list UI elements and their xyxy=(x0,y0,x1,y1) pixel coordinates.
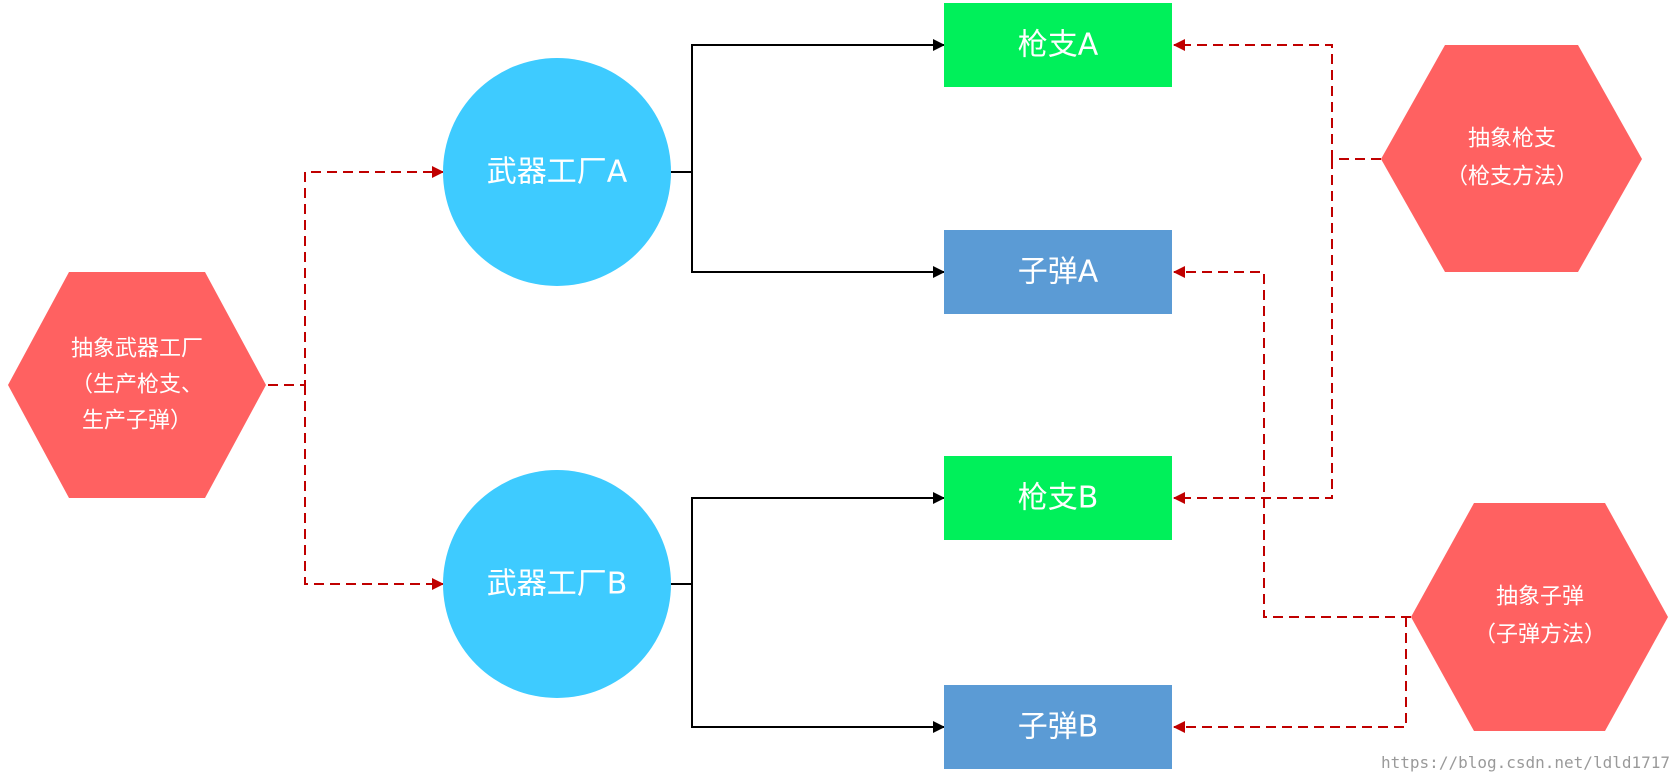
connector-factory-b-to-gun-b xyxy=(670,492,945,585)
factory-a-label: 武器工厂A xyxy=(487,155,628,190)
abstract-factory-hexagon: 抽象武器工厂 （生产枪支、 生产子弹） xyxy=(8,272,266,498)
dashed-abstract-bullet-to-bullet-b xyxy=(1173,617,1407,733)
abstract-bullet-label-line1: 抽象子弹 xyxy=(1496,585,1584,610)
gun-a-label: 枪支A xyxy=(1018,28,1099,63)
abstract-factory-label-line1: 抽象武器工厂 xyxy=(71,337,203,362)
abstract-factory-label-line3: 生产子弹） xyxy=(82,409,192,434)
factory-b-circle: 武器工厂B xyxy=(443,470,671,698)
connector-factory-b-to-bullet-b xyxy=(691,584,945,733)
abstract-bullet-label-line2: （子弹方法） xyxy=(1474,623,1606,648)
bullet-a-box: 子弹A xyxy=(944,230,1172,314)
abstract-factory-label-line2: （生产枪支、 xyxy=(71,373,203,398)
factory-b-label: 武器工厂B xyxy=(487,567,628,602)
abstract-gun-label-line2: （枪支方法） xyxy=(1446,165,1578,190)
dashed-abstract-gun-to-gun-b xyxy=(1173,159,1333,504)
bullet-b-label: 子弹B xyxy=(1018,710,1099,745)
abstract-gun-hexagon: 抽象枪支 （枪支方法） xyxy=(1381,45,1642,272)
solid-connectors xyxy=(670,39,945,733)
abstract-bullet-hexagon: 抽象子弹 （子弹方法） xyxy=(1411,503,1668,731)
dashed-abstract-factory-to-factory-b xyxy=(304,385,444,590)
abstract-gun-label-line1: 抽象枪支 xyxy=(1468,127,1556,152)
connector-factory-a-to-bullet-a xyxy=(691,172,945,278)
bullet-a-label: 子弹A xyxy=(1018,255,1099,290)
gun-b-box: 枪支B xyxy=(944,456,1172,540)
gun-a-box: 枪支A xyxy=(944,3,1172,87)
dashed-abstract-gun-to-gun-a xyxy=(1173,39,1381,160)
watermark-text: https://blog.csdn.net/ldld1717 xyxy=(1381,753,1670,772)
bullet-b-box: 子弹B xyxy=(944,685,1172,769)
gun-b-label: 枪支B xyxy=(1018,481,1099,516)
factory-a-circle: 武器工厂A xyxy=(443,58,671,286)
connector-factory-a-to-gun-a xyxy=(670,39,945,173)
dashed-abstract-bullet-to-bullet-a xyxy=(1173,266,1411,618)
dashed-connectors xyxy=(268,39,1411,733)
dashed-abstract-factory-to-factory-a xyxy=(268,166,444,386)
